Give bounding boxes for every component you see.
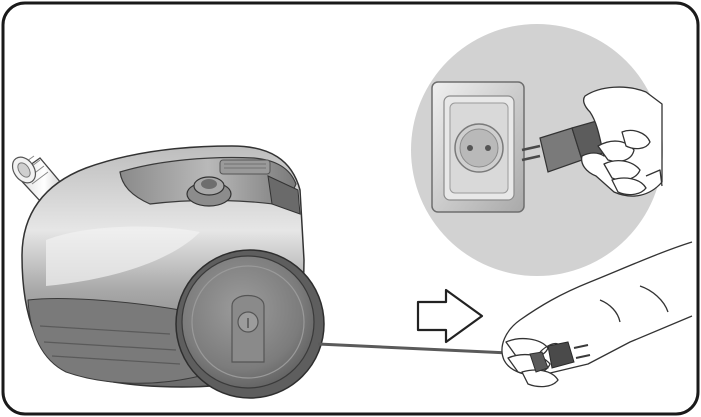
power-knob (186, 176, 232, 207)
socket-inset (411, 24, 663, 276)
plug-icon (521, 119, 607, 173)
vacuum-cleaner-icon (11, 145, 325, 399)
vacuum-wheel (175, 249, 325, 399)
hand-holding-plug-icon (580, 86, 663, 197)
direction-arrow-icon (416, 288, 484, 344)
hand-pulling-cord-icon (501, 241, 693, 388)
power-cord (317, 342, 531, 356)
wall-socket-icon (431, 81, 525, 213)
hand-plug-icon (529, 341, 591, 373)
